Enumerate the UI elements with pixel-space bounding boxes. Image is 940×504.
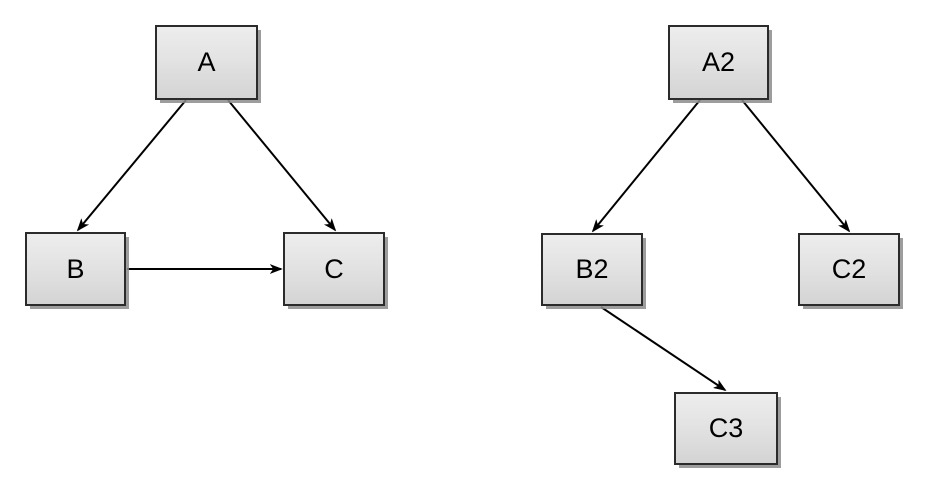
node-b[interactable]: B <box>25 232 126 306</box>
node-label-c3: C3 <box>708 413 744 443</box>
node-label-b: B <box>66 253 85 284</box>
node-c[interactable]: C <box>283 232 385 306</box>
node-c3[interactable]: C3 <box>674 392 778 465</box>
node-label-c2: C2 <box>831 254 867 284</box>
edge-a-to-c[interactable] <box>227 99 335 230</box>
edge-a2-to-b2[interactable] <box>593 99 701 231</box>
edge-group <box>78 99 849 390</box>
node-label-a2: A2 <box>701 47 736 77</box>
node-a2[interactable]: A2 <box>668 25 769 100</box>
node-label-c: C <box>324 253 344 284</box>
node-label-b2: B2 <box>575 254 609 284</box>
node-label-a: A <box>197 47 216 77</box>
node-a[interactable]: A <box>155 25 258 100</box>
edge-a-to-b[interactable] <box>78 99 187 230</box>
node-c2[interactable]: C2 <box>798 233 900 306</box>
edge-a2-to-c2[interactable] <box>741 99 849 231</box>
edge-b2-to-c3[interactable] <box>600 306 725 390</box>
node-b2[interactable]: B2 <box>541 233 643 306</box>
